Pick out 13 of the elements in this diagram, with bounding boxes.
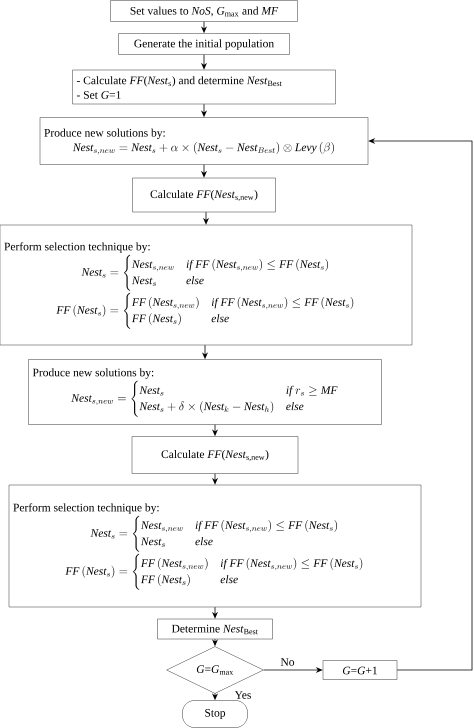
process-box: - Calculate FF(Nest$_{s}$) and determine Nest$_{Best}$ - Set G=1 [72,70,336,104]
process-box: Perform selection technique by: $\mathit{Nest}_{s}=\begin{cases}\mathit{Nest}_{s,new} & \mathit{if}\ \mathit{FF}\left(\mathit{Nest}_{s,new}\right)\leq \mathit{FF}\left(\mathit{Nest}_{s}\right)\\ \mathit{Nest}_{s} & \mathit{else}\end{cases}$ $\mathit{FF}\left(\mathit{Nest}_{s}\right)=\begin{cases}\mathit{FF}\left(\mathit{Nest}_{s,new}\right) & \mathit{if}\ \mathit{FF}\left(\mathit{Nest}_{s,new}\right)\leq \mathit{FF}\left(\mathit{Nest}_{s}\right)\\ \mathit{FF}\left(\mathit{Nest}_{s}\right) & \mathit{else}\end{cases}$ [8,484,422,608]
process-box: Calculate FF(Nest$_{s,new}$) [132,436,298,474]
process-box: G=G+1 [322,660,398,680]
process-box: Calculate FF(Nest$_{s,new}$) [132,178,276,212]
process-box: Set values to NoS, G$_{max}$ and MF [110,0,298,22]
process-box: Generate the initial population [118,33,290,55]
process-box: Determine Nest$_{Best}$ [157,618,273,640]
process-box: Perform selection technique by: $\mathit{Nest}_{s}=\begin{cases}\mathit{Nest}_{s,new} & \mathit{if}\ \mathit{FF}\left(\mathit{Nest}_{s,new}\right)\leq \mathit{FF}\left(\mathit{Nest}_{s}\right)\\ \mathit{Nest}_{s} & \mathit{else}\end{cases}$ $\mathit{FF}\left(\mathit{Nest}_{s}\right)=\begin{cases}\mathit{FF}\left(\mathit{Nest}_{s,new}\right) & \mathit{if}\ \mathit{FF}\left(\mathit{Nest}_{s,new}\right)\leq \mathit{FF}\left(\mathit{Nest}_{s}\right)\\ \mathit{FF}\left(\mathit{Nest}_{s}\right) & \mathit{else}\end{cases}$ [0,224,412,346]
terminal-box: Stop [182,700,248,728]
edge-label: No [279,657,296,667]
process-box: Produce new solutions by: $\mathit{Nest}_{s,new}=\begin{cases}\mathit{Nest}_{s} & \mathit{if}\ r_{s}\geq \mathit{MF}\\ \mathit{Nest}_{s}+\delta\times\left(\mathit{Nest}_{k}-\mathit{Nest}_{h}\right) & \mathit{else}\end{cases}$ [28,359,382,425]
process-box: Produce new solutions by: $\mathit{Nest}_{s,new}=\mathit{Nest}_{s}+\alpha\times\left(\mathit{Nest}_{s}-\mathit{Nest}_{Best}\right)\otimes \mathit{Levy}\left(\beta\right)$ [40,117,368,165]
